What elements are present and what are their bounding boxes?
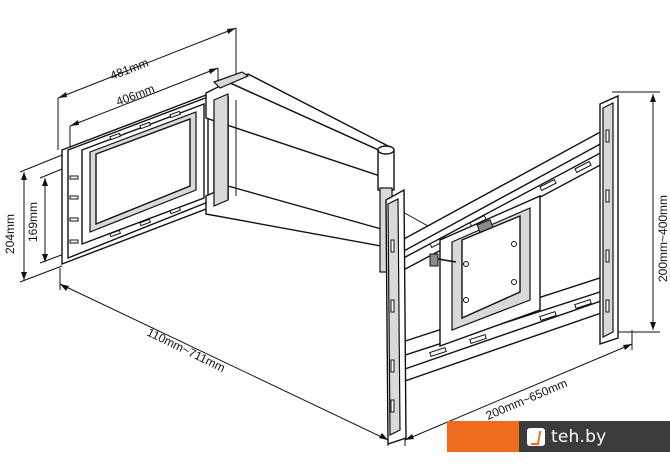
width-outer-label: 481mm xyxy=(108,55,150,82)
watermark-banner: teh.by xyxy=(447,421,670,452)
width-inner-label: 406mm xyxy=(114,81,156,108)
articulating-arm xyxy=(205,71,429,273)
tv-bracket xyxy=(385,94,619,445)
extension-label: 110mm~711mm xyxy=(145,325,228,375)
watermark-dark-block: teh.by xyxy=(519,421,670,452)
dimension-lines xyxy=(19,27,660,446)
height-inner-label: 169mm xyxy=(26,202,40,242)
teh-logo-icon xyxy=(527,427,545,446)
vesa-horizontal-label: 200mm~650mm xyxy=(484,376,570,423)
height-outer-label: 204mm xyxy=(3,214,17,254)
vesa-vertical-label: 200mm~400mm xyxy=(656,195,670,282)
watermark-text: teh.by xyxy=(551,426,607,447)
wall-plate xyxy=(61,90,215,266)
watermark-orange-block xyxy=(447,421,519,452)
